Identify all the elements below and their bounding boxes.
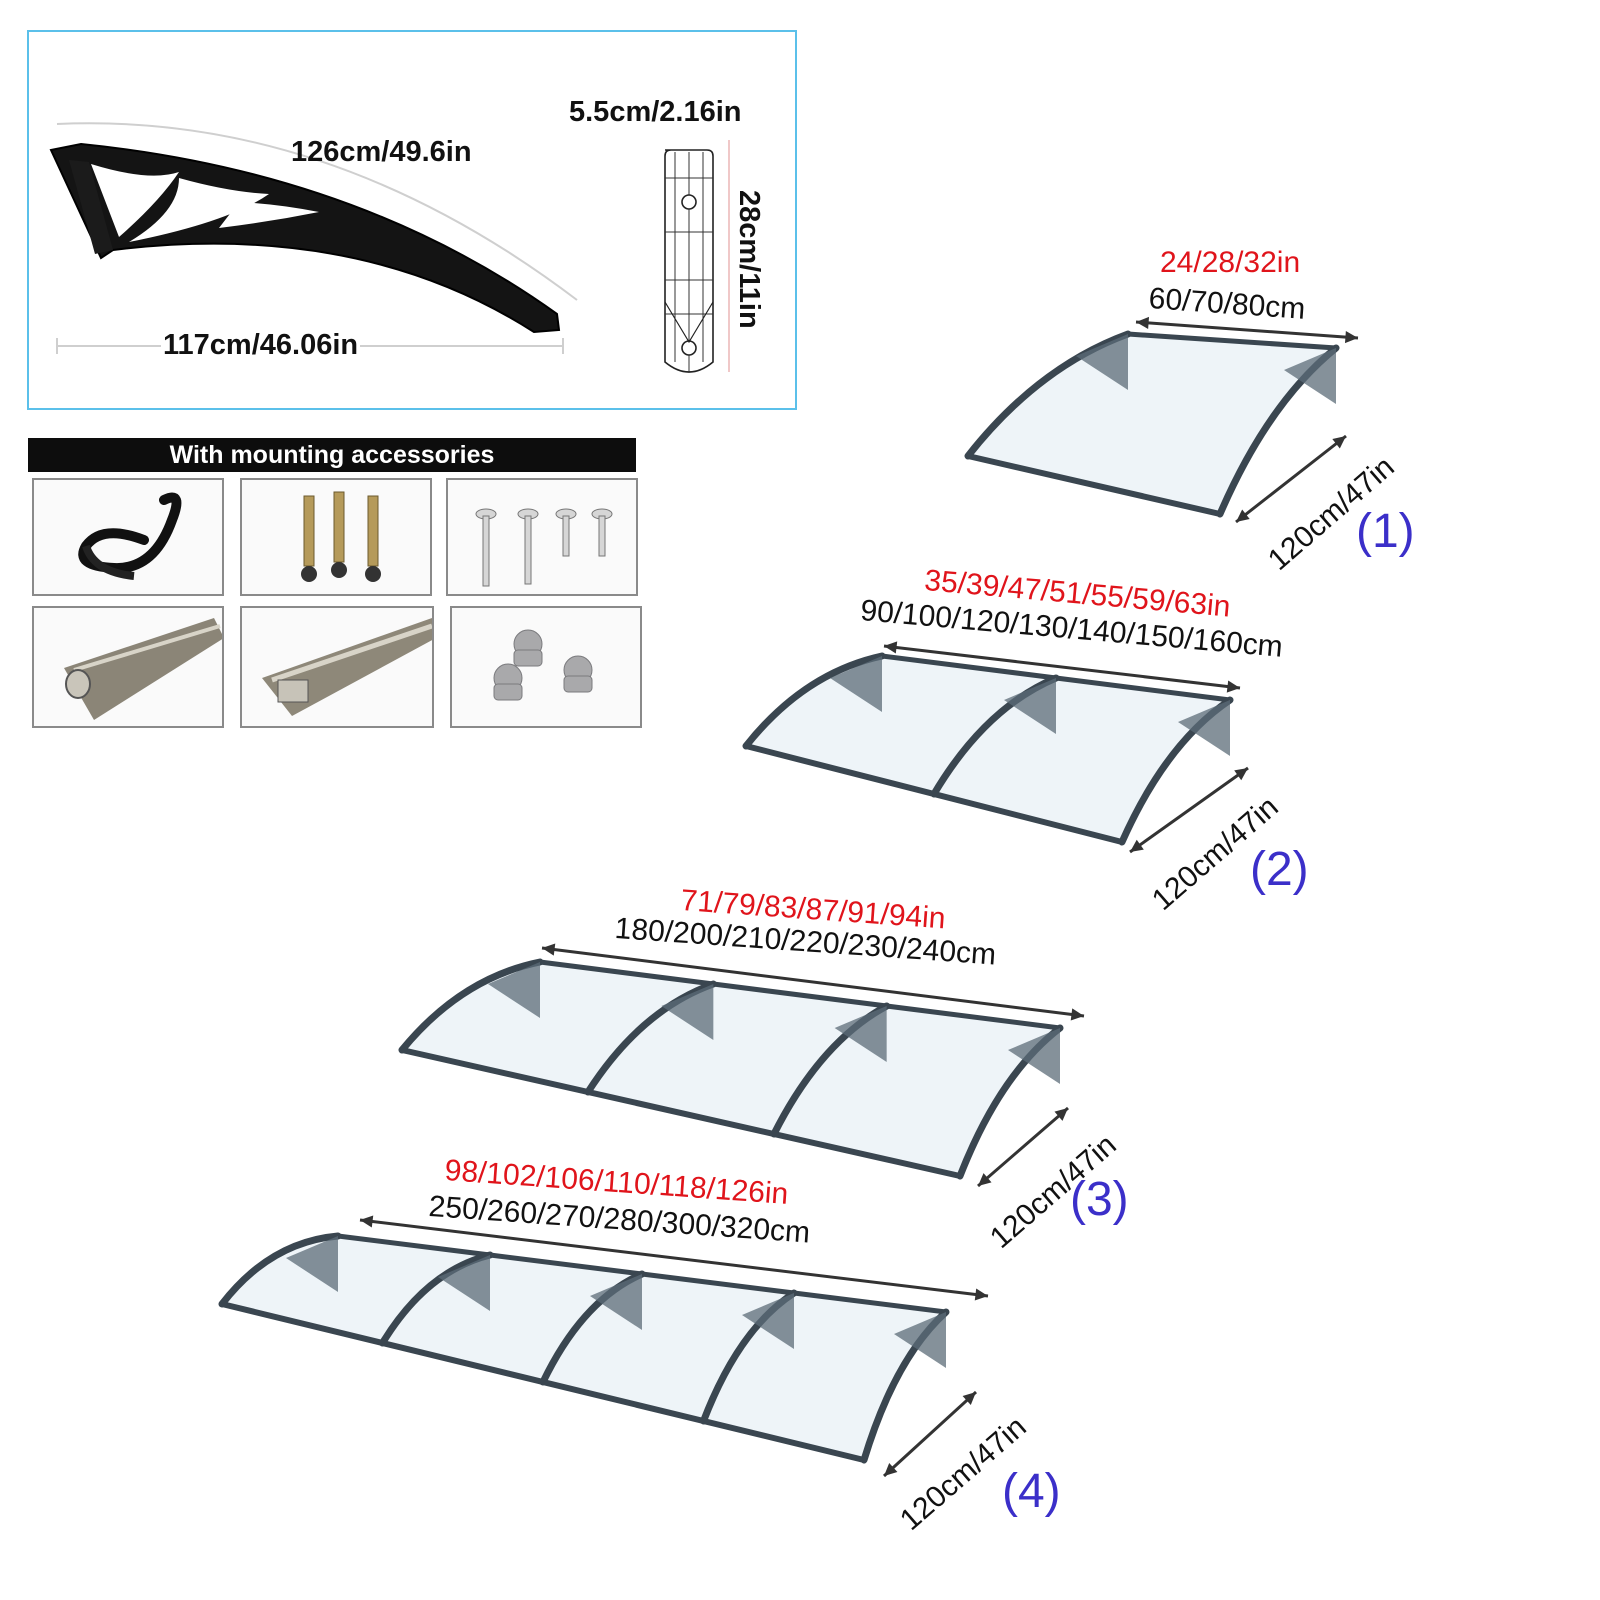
- model-1-bracket-1: [1076, 334, 1128, 390]
- model-4-width-arrow-head-2: [974, 1288, 988, 1301]
- model-2-width-arrow-head-1: [884, 641, 898, 654]
- model-4-depth-arrow: [882, 1390, 978, 1478]
- model-3-rib-1: [398, 958, 544, 1054]
- model-2-number: (2): [1250, 843, 1309, 896]
- aluminium-profile-joint-icon: [240, 606, 434, 728]
- model-1-front-rail: [965, 453, 1223, 517]
- model-1-depth-arrow-head-2: [1332, 436, 1346, 449]
- screws-icon: [446, 478, 638, 596]
- model-2-width-arrow-head-2: [1226, 680, 1240, 693]
- model-1-depth-arrow: [1235, 434, 1347, 524]
- model-2-bracket-2: [1004, 678, 1056, 734]
- model-2-bracket-1: [830, 656, 882, 712]
- model-3-front-rail: [399, 1047, 963, 1179]
- model-1-width-arrow-head-2: [1344, 331, 1358, 344]
- model-3-bracket-4: [1008, 1028, 1060, 1084]
- model-4-width-arrow-head-1: [360, 1215, 374, 1228]
- model-3-number: (3): [1070, 1173, 1129, 1226]
- model-2-depth-arrow: [1129, 766, 1249, 854]
- model-3-bracket-3: [834, 1006, 887, 1062]
- model-4-bracket-4: [742, 1293, 794, 1349]
- model-2-depth-arrow-head-1: [1130, 839, 1144, 852]
- model-3-width-arrow-head-1: [542, 943, 556, 956]
- model-4-depth-arrow-head-1: [884, 1463, 898, 1476]
- model-3-width-arrow-head-2: [1070, 1008, 1084, 1021]
- model-4-rib-1: [218, 1232, 342, 1308]
- bracket-span-label: 117cm/46.06in: [161, 329, 361, 362]
- expansion-bolts-icon: [240, 478, 432, 596]
- model-3-bracket-2: [661, 984, 714, 1040]
- bracket-detail-panel: 126cm/49.6in 117cm/46.06in 5.5cm/2.16in …: [27, 30, 797, 410]
- model-3-depth-arrow-head-1: [978, 1173, 992, 1186]
- model-1-rib-1: [964, 330, 1132, 460]
- model-2-rib-1: [742, 652, 886, 750]
- model-4-bracket-2: [438, 1255, 490, 1311]
- bracket-arc-length-label: 126cm/49.6in: [291, 136, 472, 168]
- model-1-number: (1): [1356, 505, 1415, 558]
- model-4-width-arrow: [359, 1218, 989, 1298]
- model-1-bracket-2: [1284, 348, 1336, 404]
- model-4-rib-2: [379, 1251, 494, 1347]
- model-2-depth-arrow-head-2: [1234, 768, 1248, 781]
- plate-width-label: 5.5cm/2.16in: [569, 96, 742, 128]
- model-2-front-rail: [743, 743, 1125, 845]
- model-3-depth-arrow-head-2: [1054, 1108, 1068, 1121]
- aluminium-profile-rear-icon: [32, 606, 224, 728]
- model-2-bracket-3: [1178, 700, 1230, 756]
- rubber-seal-strip-icon: [32, 478, 224, 596]
- model-1-width-inches: 24/28/32in: [1160, 246, 1301, 279]
- model-1-depth-arrow-head-1: [1236, 509, 1250, 522]
- model-1-width-arrow: [1135, 320, 1359, 340]
- model-3-bracket-1: [488, 962, 540, 1018]
- model-4-number: (4): [1002, 1465, 1061, 1518]
- model-4-bracket-3: [590, 1274, 642, 1330]
- model-1-width-arrow-head-1: [1136, 316, 1150, 329]
- model-3-depth-arrow: [977, 1106, 1069, 1188]
- model-4-bracket-5: [894, 1312, 946, 1368]
- model-4-front-rail: [219, 1301, 867, 1463]
- end-caps-icon: [450, 606, 642, 728]
- accessories-title: With mounting accessories: [28, 438, 636, 472]
- model-4-bracket-1: [286, 1236, 338, 1292]
- model-2-width-arrow: [883, 644, 1241, 690]
- model-3-rib-2: [584, 980, 717, 1096]
- model-3-width-arrow: [541, 946, 1085, 1018]
- model-4-depth-arrow-head-2: [962, 1392, 976, 1405]
